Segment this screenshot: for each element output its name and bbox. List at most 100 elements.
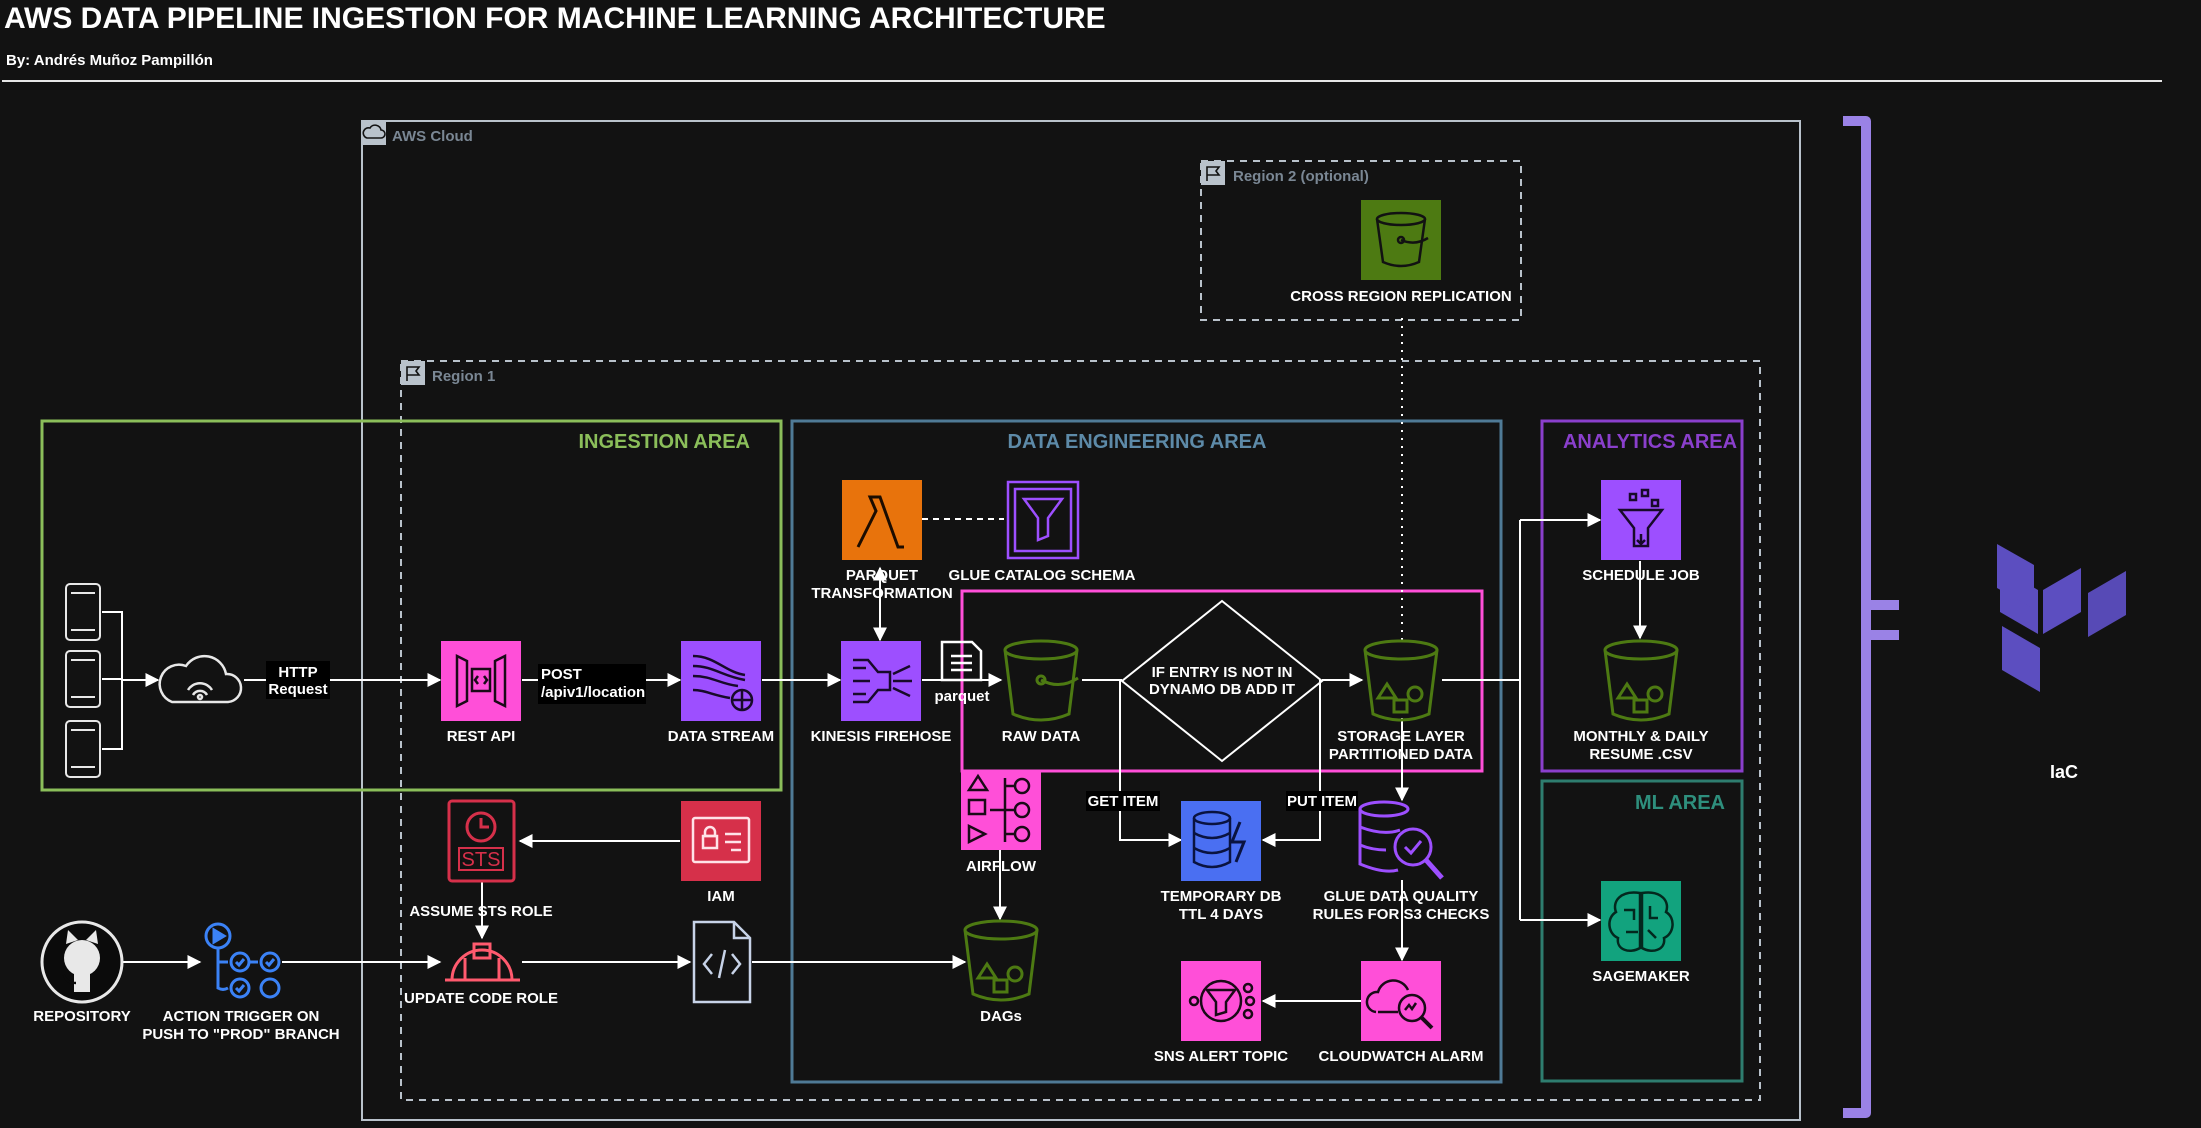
iam-node[interactable]: IAM xyxy=(681,801,761,905)
ingestion-area-title: INGESTION AREA xyxy=(579,431,751,453)
document-icon xyxy=(940,640,983,682)
schedule-job-node[interactable]: SCHEDULE JOB xyxy=(1582,480,1700,584)
get-item-label: GET ITEM xyxy=(1086,791,1160,811)
parquet-transformation-node[interactable]: PARQUET TRANSFORMATION xyxy=(811,480,953,602)
monthly-resume-node[interactable]: MONTHLY & DAILY RESUME .CSV xyxy=(1573,639,1709,763)
cloudwatch-icon xyxy=(1365,979,1434,1030)
clock-icon xyxy=(465,811,497,843)
s3-bucket-icon xyxy=(1003,639,1079,722)
github-icon xyxy=(64,930,100,992)
sts-icon-text: STS xyxy=(462,849,501,871)
temporary-db-node[interactable]: TEMPORARY DB TTL 4 DAYS xyxy=(1161,801,1282,923)
decision-label-2: DYNAMO DB ADD IT xyxy=(1149,681,1295,698)
raw-data-node[interactable]: RAW DATA xyxy=(1002,639,1081,745)
http-label-line1: HTTP xyxy=(278,664,317,681)
s3-bucket-icon xyxy=(1363,639,1439,722)
monthly-resume-label-1: MONTHLY & DAILY xyxy=(1573,728,1708,745)
action-trigger-node[interactable]: ACTION TRIGGER ON PUSH TO "PROD" BRANCH xyxy=(142,922,340,1043)
region-2-label: Region 2 (optional) xyxy=(1233,168,1369,185)
decision-label-1: IF ENTRY IS NOT IN xyxy=(1152,664,1293,681)
action-trigger-label-2: PUSH TO "PROD" BRANCH xyxy=(142,1026,339,1043)
header-divider xyxy=(2,80,2162,82)
glue-catalog-schema-node[interactable]: GLUE CATALOG SCHEMA xyxy=(949,480,1136,584)
github-actions-icon xyxy=(204,922,281,999)
dynamodb-icon xyxy=(1192,810,1247,869)
parquet-label: parquet xyxy=(934,688,989,705)
glue-data-quality-node[interactable]: GLUE DATA QUALITY RULES FOR S3 CHECKS xyxy=(1313,800,1490,923)
http-request-label: HTTP Request xyxy=(266,661,330,699)
repository-label: REPOSITORY xyxy=(33,1008,131,1025)
glue-dq-label-1: GLUE DATA QUALITY xyxy=(1324,888,1479,905)
ml-area-title: ML AREA xyxy=(1635,792,1725,814)
cloudwatch-alarm-node[interactable]: CLOUDWATCH ALARM xyxy=(1319,961,1484,1065)
flag-icon xyxy=(401,361,425,385)
glue-catalog-icon xyxy=(1006,480,1080,560)
airflow-label: AIRFLOW xyxy=(966,858,1037,875)
sagemaker-label: SAGEMAKER xyxy=(1592,968,1690,985)
iac-label: IaC xyxy=(2050,762,2079,782)
dags-node[interactable]: DAGs xyxy=(963,919,1039,1025)
storage-layer-label-1: STORAGE LAYER xyxy=(1337,728,1465,745)
svg-text:GET ITEM: GET ITEM xyxy=(1088,793,1159,810)
post-method: POST xyxy=(541,666,582,683)
rest-api-node[interactable]: REST API xyxy=(441,641,521,745)
repository-node[interactable]: REPOSITORY xyxy=(33,920,131,1025)
sns-icon xyxy=(1188,979,1256,1023)
connectors xyxy=(102,318,1647,1008)
glue-catalog-schema-label: GLUE CATALOG SCHEMA xyxy=(949,567,1136,584)
action-trigger-label-1: ACTION TRIGGER ON xyxy=(163,1008,320,1025)
schedule-job-label: SCHEDULE JOB xyxy=(1582,567,1700,584)
data-engineering-area-title: DATA ENGINEERING AREA xyxy=(1008,431,1267,453)
sts-node[interactable]: STS ASSUME STS ROLE xyxy=(409,799,553,920)
smartphone-icon xyxy=(65,720,101,778)
cross-region-replication-node[interactable]: CROSS REGION REPLICATION xyxy=(1290,200,1512,305)
storage-layer-node[interactable]: STORAGE LAYER PARTITIONED DATA xyxy=(1329,639,1473,763)
post-endpoint-label: POST /apiv1/location xyxy=(538,664,646,704)
dags-label: DAGs xyxy=(980,1008,1022,1025)
temporary-db-label-2: TTL 4 DAYS xyxy=(1179,906,1263,923)
analytics-area: ANALYTICS AREA xyxy=(1540,419,1744,773)
glue-data-quality-icon xyxy=(1358,800,1444,880)
ml-area: ML AREA xyxy=(1540,779,1744,1083)
airflow-icon xyxy=(966,773,1031,845)
sagemaker-node[interactable]: SAGEMAKER xyxy=(1592,881,1690,985)
monthly-resume-label-2: RESUME .CSV xyxy=(1589,746,1692,763)
data-stream-label: DATA STREAM xyxy=(668,728,774,745)
identity-card-icon xyxy=(691,816,751,864)
s3-bucket-icon xyxy=(1603,639,1679,722)
smartphone-icon xyxy=(65,650,101,708)
data-engineering-area: DATA ENGINEERING AREA xyxy=(790,419,1503,1084)
update-code-role-node[interactable]: UPDATE CODE ROLE xyxy=(404,942,558,1007)
smartphone-icon xyxy=(65,583,101,641)
parquet-transformation-label-2: TRANSFORMATION xyxy=(811,585,952,602)
data-stream-node[interactable]: DATA STREAM xyxy=(668,641,774,745)
s3-bucket-icon xyxy=(1375,211,1429,268)
flag-icon xyxy=(1201,161,1225,185)
cross-region-replication-label: CROSS REGION REPLICATION xyxy=(1290,288,1511,305)
glue-dq-label-2: RULES FOR S3 CHECKS xyxy=(1313,906,1490,923)
airflow-node[interactable]: AIRFLOW xyxy=(961,770,1041,875)
mobile-clients xyxy=(65,583,101,778)
brain-icon xyxy=(1608,891,1674,952)
http-label-line2: Request xyxy=(268,681,327,698)
author-subtitle: By: Andrés Muñoz Pampillón xyxy=(6,52,213,69)
page-title: AWS DATA PIPELINE INGESTION FOR MACHINE … xyxy=(4,2,1106,35)
cloudwatch-alarm-label: CLOUDWATCH ALARM xyxy=(1319,1048,1484,1065)
glue-job-icon xyxy=(1617,488,1665,548)
kinesis-firehose-node[interactable]: KINESIS FIREHOSE xyxy=(811,641,952,745)
terraform-logo xyxy=(1997,544,2126,692)
api-gateway-icon xyxy=(455,653,507,709)
raw-data-label: RAW DATA xyxy=(1002,728,1081,745)
sns-alert-topic-label: SNS ALERT TOPIC xyxy=(1154,1048,1288,1065)
storage-layer-label-2: PARTITIONED DATA xyxy=(1329,746,1473,763)
analytics-area-title: ANALYTICS AREA xyxy=(1563,431,1737,453)
lambda-icon xyxy=(856,495,904,549)
kinesis-firehose-label: KINESIS FIREHOSE xyxy=(811,728,952,745)
svg-text:PUT ITEM: PUT ITEM xyxy=(1287,793,1357,810)
region-2-group: Region 2 (optional) xyxy=(1200,160,1522,321)
region-1-group: Region 1 xyxy=(400,360,1761,1101)
sns-alert-topic-node[interactable]: SNS ALERT TOPIC xyxy=(1154,961,1288,1065)
temporary-db-label-1: TEMPORARY DB xyxy=(1161,888,1282,905)
update-code-role-label: UPDATE CODE ROLE xyxy=(404,990,558,1007)
